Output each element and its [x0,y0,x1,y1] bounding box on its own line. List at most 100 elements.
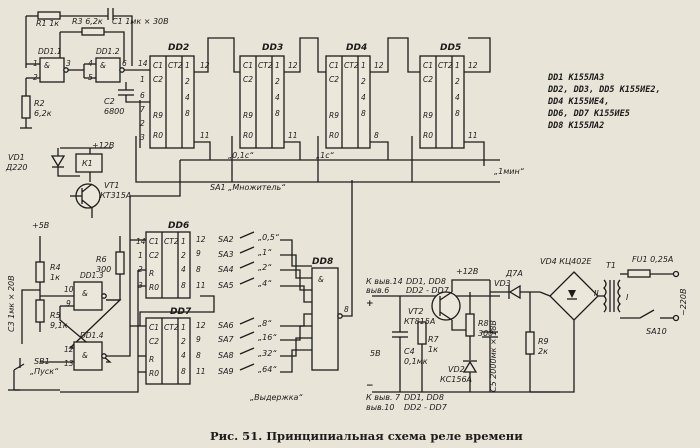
sa6-switch[interactable]: SA6 „8“ [218,317,272,330]
svg-text:1: 1 [138,251,143,260]
relay-section: +12В VD1 Д220 К1 VT1 КТ315А R6 300 [5,141,131,301]
svg-text:C1: C1 [149,323,159,332]
dd5-label: DD5 [440,43,461,53]
svg-text:&: & [100,61,106,70]
svg-text:2: 2 [455,77,460,86]
power-supply: К выв.14 выв.6 DD1, DD8 DD2 - DD7 К выв.… [366,255,688,412]
svg-text:R0: R0 [329,131,339,140]
svg-text:6: 6 [140,91,145,100]
dd1-2-gate [95,57,121,83]
svg-text:12: 12 [288,61,298,70]
svg-text:1: 1 [181,237,186,246]
c5-label: C5 2000мк × 18В [489,320,498,392]
r9-value: 2к [538,347,548,356]
dd1-4-gate [73,341,103,371]
sa4-switch[interactable]: SA4 „2“ [218,261,272,274]
t1-label: T1 [606,261,616,270]
svg-text:11: 11 [468,131,478,140]
vd2-value: КС156А [440,375,472,384]
dd7-chip [145,317,191,385]
sa5-switch[interactable]: SA5 „4“ [218,277,272,290]
r8-resistor [465,313,475,337]
legend-line-1: DD1 К155ЛА3 [547,73,604,83]
vd4-label: VD4 КЦ402Е [540,257,592,266]
sa9-value: „64“ [258,365,277,374]
t1-secondary: II [594,289,599,298]
dd8-chip [311,267,339,371]
svg-text:SA7: SA7 [218,335,235,344]
svg-text:C1: C1 [243,61,253,70]
neg-rail-1: К выв. 7 [366,393,401,402]
dd3-label: DD3 [262,43,283,53]
vt1-value: КТ315А [100,191,131,200]
neg-rail-3: DD1, DD8 [404,393,444,402]
c1-label: C1 1мк × 30В [112,17,169,26]
svg-text:2: 2 [361,77,366,86]
vd3-value: Д7А [505,269,523,278]
svg-text:C1: C1 [423,61,433,70]
out-1min: „1мин“ [494,167,525,176]
sa8-switch[interactable]: SA8 „32“ [218,347,277,360]
pos-rail-2: выв.6 [366,286,389,295]
svg-text:4: 4 [455,93,460,102]
svg-text:12: 12 [200,61,210,70]
dd2-label: DD2 [168,43,189,53]
dd4-label: DD4 [346,43,367,53]
svg-text:&: & [44,61,50,70]
r7-value: 1к [428,345,438,354]
svg-text:8: 8 [181,281,186,290]
sb1-label: SB1 [34,357,50,366]
svg-text:8: 8 [196,351,201,360]
svg-text:7: 7 [140,105,145,114]
dd5-chip [419,55,465,149]
v5-label: 5В [370,349,381,358]
svg-text:C1: C1 [329,61,339,70]
svg-text:12: 12 [196,321,206,330]
vt2-transistor [431,291,461,321]
vyderzhka-label: „Выдержка“ [250,393,303,402]
svg-text:4: 4 [181,351,186,360]
r3-resistor [81,27,105,36]
svg-text:1: 1 [181,323,186,332]
pos-rail-3: DD1, DD8 [406,277,446,286]
chip-legend: DD1 К155ЛА3 DD2, DD3, DD5 К155ИЕ2, DD4 К… [547,73,661,131]
svg-text:C2: C2 [329,75,339,84]
sa3-value: „1“ [258,248,272,257]
svg-text:3: 3 [66,59,71,68]
svg-text:10: 10 [64,285,74,294]
r6-label: R6 [96,255,107,264]
dd6-chip [145,231,191,299]
svg-text:CT2: CT2 [258,61,273,70]
r4-resistor [35,261,45,283]
svg-text:+: + [366,299,374,309]
svg-text:&: & [318,275,324,284]
svg-text:12: 12 [196,235,206,244]
r4-value: 1к [50,273,60,282]
sa2-switch[interactable]: SA2 „0,5“ [218,231,280,244]
sa9-switch[interactable]: SA9 „64“ [218,363,277,376]
out-1s: „1с“ [316,151,335,160]
dd1-3-gate [73,281,103,311]
svg-text:14: 14 [138,59,148,68]
svg-text:1: 1 [361,61,366,70]
svg-text:CT2: CT2 [344,61,359,70]
sa7-switch[interactable]: SA7 „16“ [218,331,277,344]
c3-label: C3 1мк × 20В [7,275,16,332]
svg-text:C2: C2 [243,75,253,84]
r2-value: 6,2к [34,109,52,118]
r1-resistor [37,11,61,20]
mains-label: ~220В [679,289,688,316]
dd8-section: DD8 & 8 [311,180,353,371]
sa3-switch[interactable]: SA3 „1“ [218,246,272,259]
dd1-3-label: DD1.3 [80,271,104,280]
svg-text:4: 4 [185,93,190,102]
vd1-value: Д220 [5,163,28,172]
svg-text:4: 4 [361,93,366,102]
svg-text:2: 2 [140,119,145,128]
vd3-label: VD3 [494,279,511,288]
neg-rail-4: DD2 - DD7 [404,403,448,412]
sa7-value: „16“ [258,333,277,342]
svg-text:1: 1 [275,61,280,70]
r7-label: R7 [428,335,440,344]
